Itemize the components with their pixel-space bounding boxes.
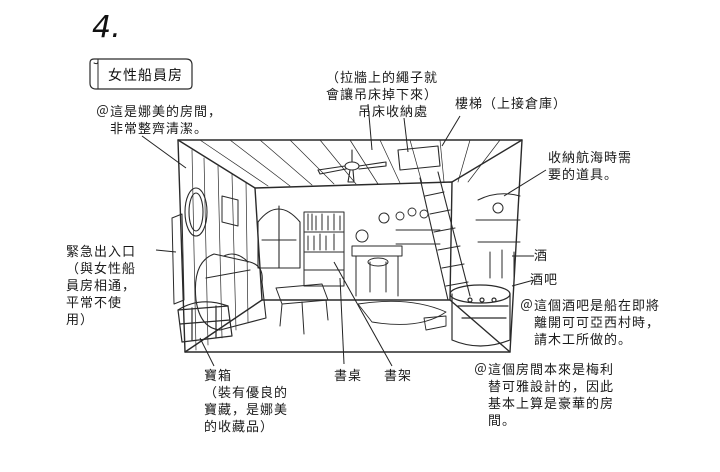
picture-frame-icon (221, 195, 239, 227)
note-bar-history: ＠這個酒吧是船在即將 離開可可亞西村時， 請木工所做的。 (520, 299, 661, 348)
ladder-icon (397, 145, 471, 301)
note-wine: 酒 (534, 249, 549, 264)
room-outline (177, 139, 523, 353)
emergency-door (171, 213, 185, 305)
note-tools: 收納航海時需 要的道具。 (548, 151, 633, 183)
sofa-icon (194, 253, 267, 331)
page-number: 4. (92, 10, 121, 45)
note-room-history: ＠這個房間本來是梅利 替可雅設計的，因此 基本上算是豪華的房 間。 (474, 363, 615, 429)
note-rope: （拉牆上的繩子就 會讓吊床掉下來） (326, 71, 439, 103)
bookshelf-icon (303, 211, 345, 287)
coffee-table (275, 283, 329, 335)
desk-icon (351, 212, 403, 297)
ceiling-fan-icon (317, 149, 387, 183)
note-ladder: 樓梯（上接倉庫） (455, 97, 568, 112)
note-treasure-chest: 寶箱 （裝有優良的 寶藏，是娜美 的收藏品） (204, 369, 289, 435)
scroll-banner-icon (89, 58, 193, 90)
note-bookshelf: 書架 (384, 369, 413, 384)
ceiling-planks (199, 139, 501, 187)
rug (357, 300, 447, 331)
note-desk: 書桌 (334, 369, 363, 384)
leader-lines (141, 103, 547, 367)
note-hammock-storage: 吊床收納處 (358, 105, 429, 120)
note-bar: 酒吧 (530, 273, 559, 288)
wall-items (395, 207, 441, 245)
bar-counter-icon (449, 284, 511, 347)
page-title: 女性船員房 (108, 68, 183, 84)
mirror-icon (184, 187, 208, 237)
left-wall-planks (191, 149, 249, 351)
right-shelves (475, 193, 521, 279)
treasure-chest-icon (177, 301, 233, 343)
note-nami-room: ＠這是娜美的房間， 非常整齊清潔。 (96, 105, 223, 137)
arched-cabinet (257, 205, 301, 269)
note-emergency-exit: 緊急出入口 （與女性船 員房相通， 平常不使 用） (66, 245, 137, 328)
